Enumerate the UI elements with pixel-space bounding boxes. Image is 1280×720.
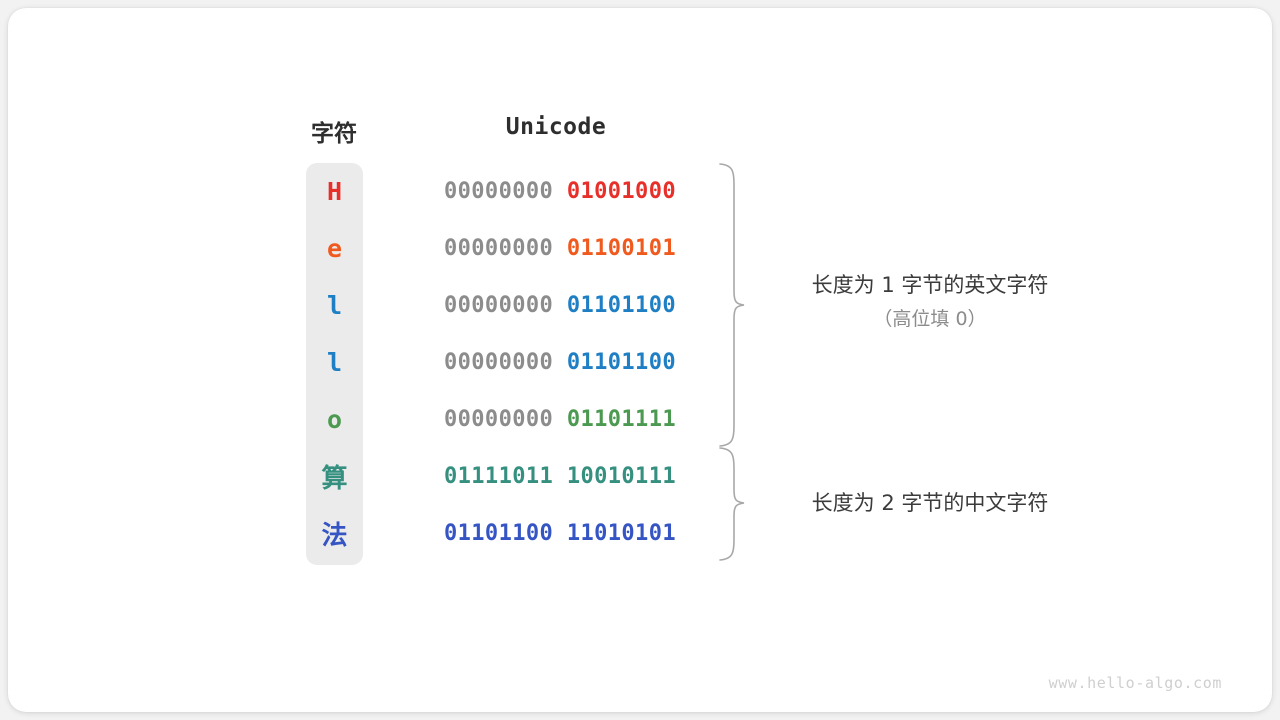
unicode-low-byte: 10010111	[566, 464, 676, 489]
byte-separator	[553, 407, 567, 432]
unicode-low-byte: 11010101	[566, 521, 676, 546]
unicode-high-byte: 01101100	[444, 521, 554, 546]
unicode-low-byte: 01101111	[566, 407, 676, 432]
unicode-low-byte: 01101100	[566, 350, 676, 375]
unicode-low-byte: 01001000	[566, 179, 676, 204]
character-cell: l	[326, 291, 343, 320]
column-header-character: 字符	[311, 120, 357, 146]
unicode-high-byte: 01111011	[444, 464, 554, 489]
annotation-1-byte: 长度为 1 字节的英文字符 （高位填 0）	[770, 268, 1090, 336]
unicode-binary-row: 01111011 10010111	[400, 448, 720, 505]
byte-separator	[553, 521, 567, 546]
brace-1-byte-group	[719, 163, 745, 447]
unicode-high-byte: 00000000	[444, 350, 554, 375]
character-cell: H	[326, 177, 343, 206]
byte-separator	[553, 350, 567, 375]
unicode-binary-row: 01101100 11010101	[400, 505, 720, 562]
character-column-background	[306, 163, 363, 565]
unicode-binary-row: 00000000 01001000	[400, 163, 720, 220]
unicode-binary-row: 00000000 01101100	[400, 277, 720, 334]
character-cell: o	[326, 405, 343, 434]
character-cell: 算	[321, 464, 348, 494]
unicode-binary-row: 00000000 01101111	[400, 391, 720, 448]
annotation-2-byte-main: 长度为 2 字节的中文字符	[811, 491, 1049, 515]
byte-separator	[553, 179, 567, 204]
unicode-binary-row: 00000000 01101100	[400, 334, 720, 391]
annotation-2-byte: 长度为 2 字节的中文字符	[770, 486, 1090, 520]
byte-separator	[553, 236, 567, 261]
unicode-low-byte: 01101100	[566, 293, 676, 318]
column-header-unicode: Unicode	[505, 114, 607, 140]
site-watermark: www.hello-algo.com	[1048, 674, 1222, 692]
byte-separator	[553, 293, 567, 318]
unicode-high-byte: 00000000	[444, 407, 554, 432]
byte-separator	[553, 464, 567, 489]
unicode-high-byte: 00000000	[444, 179, 554, 204]
unicode-high-byte: 00000000	[444, 293, 554, 318]
unicode-low-byte: 01100101	[566, 236, 676, 261]
annotation-1-byte-sub: （高位填 0）	[873, 308, 987, 330]
character-cell: e	[326, 234, 343, 263]
content-card	[8, 8, 1272, 712]
unicode-high-byte: 00000000	[444, 236, 554, 261]
annotation-1-byte-main: 长度为 1 字节的英文字符	[811, 273, 1049, 297]
brace-2-byte-group	[719, 447, 745, 561]
unicode-binary-row: 00000000 01100101	[400, 220, 720, 277]
character-cell: l	[326, 348, 343, 377]
character-cell: 法	[321, 521, 348, 551]
